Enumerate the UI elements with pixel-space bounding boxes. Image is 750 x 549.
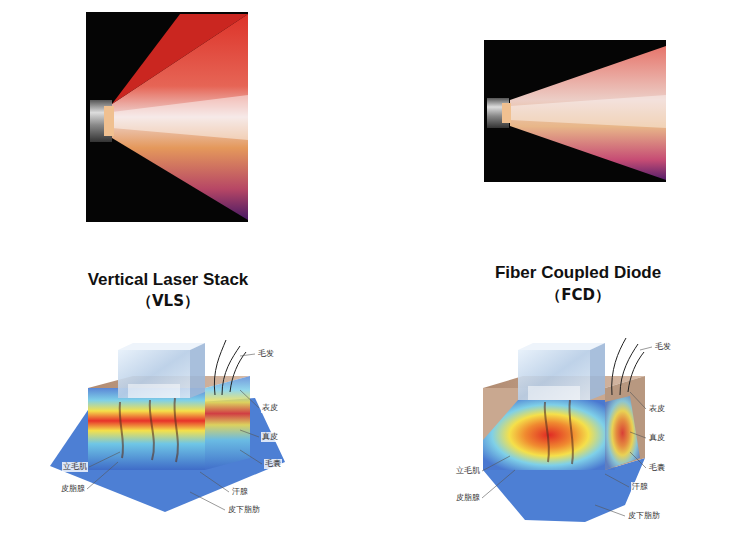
photo-ground	[86, 12, 248, 222]
part-label: 毛发	[654, 342, 672, 352]
part-label: 皮下脂肪	[627, 511, 661, 521]
skin-model	[50, 340, 285, 512]
crystal-side	[590, 343, 605, 400]
part-label: 表皮	[648, 404, 666, 414]
heat-band-side	[205, 376, 250, 470]
heat-core	[483, 400, 615, 470]
laser-beam	[510, 46, 666, 180]
crystal-window	[528, 386, 580, 400]
heat-core-side	[605, 396, 640, 470]
part-label: 毛发	[257, 349, 275, 359]
laser-beam	[112, 14, 248, 220]
beam-top-face	[112, 14, 248, 104]
beam-streak	[112, 95, 248, 140]
laser-aperture	[502, 103, 511, 123]
leader-lines	[87, 354, 262, 510]
abbreviation: （VLS）	[137, 292, 199, 311]
follicle	[120, 398, 178, 462]
part-label: 汗腺	[631, 482, 649, 492]
beam-streak	[510, 95, 666, 128]
part-label: 表皮	[261, 403, 279, 413]
hair	[214, 340, 246, 395]
crystal	[118, 350, 190, 398]
part-label: 立毛肌	[455, 466, 481, 476]
part-label: 皮下脂肪	[227, 505, 261, 515]
crystal-side	[190, 343, 205, 398]
part-label: 皮脂腺	[60, 484, 86, 494]
part-label: 真皮	[261, 432, 279, 442]
part-label: 立毛肌	[62, 462, 88, 472]
crystal-top	[518, 343, 605, 350]
part-label: 真皮	[648, 433, 666, 443]
crystal-window	[128, 384, 180, 398]
heat-band	[88, 388, 205, 470]
diagram-title: Vertical Laser Stack	[88, 270, 249, 290]
laser-aperture	[104, 106, 114, 136]
part-label: 皮脂腺	[455, 493, 481, 503]
crystal	[518, 350, 590, 400]
part-label: 毛囊	[648, 463, 666, 473]
part-label: 汗腺	[231, 487, 249, 497]
hair	[612, 338, 644, 395]
follicle	[545, 400, 573, 464]
laser-photo	[484, 40, 666, 182]
laser-photo	[86, 12, 248, 222]
part-label: 毛囊	[264, 459, 282, 469]
skin-model	[482, 338, 652, 522]
skin-side	[605, 376, 645, 470]
crystal-top	[118, 343, 205, 350]
abbreviation: （FCD）	[546, 286, 610, 305]
diagram-title: Fiber Coupled Diode	[495, 263, 661, 283]
photo-ground	[484, 40, 666, 182]
leader-lines	[482, 347, 652, 516]
